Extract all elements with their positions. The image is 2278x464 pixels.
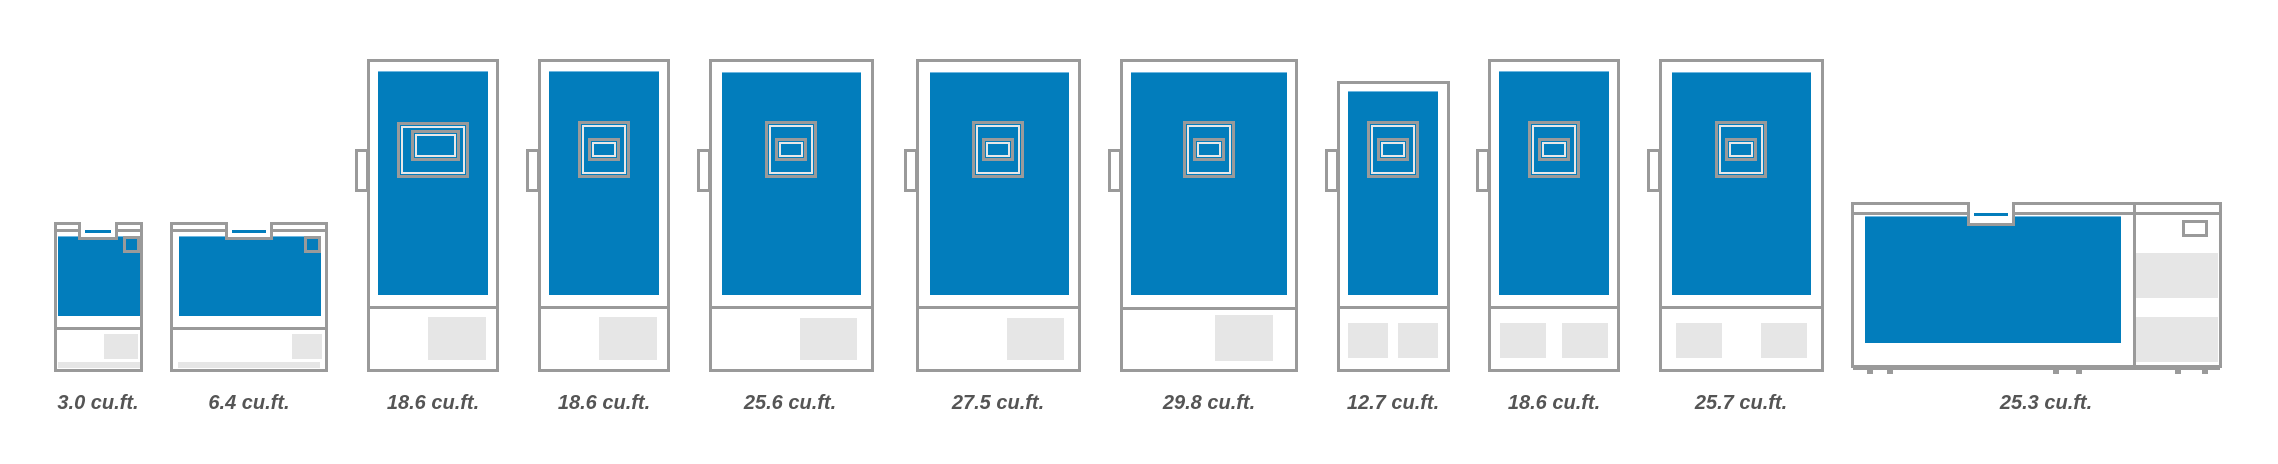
- base-strip: [178, 362, 320, 368]
- divider: [1659, 306, 1824, 309]
- capacity-label: 18.6 cu.ft.: [557, 392, 651, 414]
- control-panel-outer-icon: [972, 121, 1024, 178]
- panel-divider-vertical: [2133, 202, 2136, 368]
- vent-panel-right: [1761, 323, 1807, 358]
- divider: [1337, 306, 1450, 309]
- vent-panel-left: [1348, 323, 1388, 358]
- vent-panel-left: [1676, 323, 1722, 358]
- capacity-label: 25.3 cu.ft.: [1999, 392, 2093, 414]
- capacity-label: 18.6 cu.ft.: [386, 392, 480, 414]
- door-blue-panel: [722, 72, 861, 295]
- divider: [367, 306, 499, 309]
- control-display-icon: [775, 138, 807, 161]
- divider: [709, 306, 874, 309]
- control-display-icon: [411, 130, 460, 161]
- foot-icon: [2076, 370, 2082, 374]
- foot-icon: [1887, 370, 1893, 374]
- capacity-label: 12.7 cu.ft.: [1346, 392, 1440, 414]
- door-blue-panel: [378, 71, 488, 295]
- capacity-label: 18.6 cu.ft.: [1507, 392, 1601, 414]
- door-blue-panel: [1672, 72, 1811, 295]
- vent-panel: [292, 334, 322, 359]
- vent-panel: [104, 334, 138, 359]
- chest-blue-panel: [179, 236, 321, 316]
- vent-panel-left: [1500, 323, 1546, 358]
- control-display-icon: [1538, 138, 1570, 161]
- lid-latch-icon: [78, 222, 118, 240]
- vent-panel-bottom: [2136, 317, 2218, 362]
- divider: [1120, 307, 1298, 310]
- control-display-icon: [123, 236, 140, 253]
- lid-line: [1851, 212, 2222, 215]
- door-blue-panel: [930, 72, 1069, 295]
- vent-panel-right: [1398, 323, 1438, 358]
- vent-panel: [428, 317, 486, 360]
- door-blue-panel: [1131, 72, 1287, 295]
- foot-icon: [2175, 370, 2181, 374]
- vent-panel: [800, 318, 857, 360]
- lid-latch-icon: [1967, 202, 2015, 226]
- divider: [170, 327, 328, 330]
- control-display-icon: [1193, 138, 1225, 161]
- control-display-icon: [2182, 220, 2208, 237]
- capacity-label: 6.4 cu.ft.: [208, 392, 290, 414]
- capacity-label: 3.0 cu.ft.: [57, 392, 139, 414]
- capacity-label: 25.6 cu.ft.: [743, 392, 837, 414]
- control-display-icon: [1725, 138, 1757, 161]
- capacity-label: 25.7 cu.ft.: [1694, 392, 1788, 414]
- divider: [1488, 306, 1620, 309]
- control-display-icon: [304, 236, 321, 253]
- vent-panel: [1215, 315, 1273, 361]
- vent-panel: [1007, 318, 1064, 360]
- control-display-icon: [982, 138, 1014, 161]
- door-blue-panel: [549, 71, 659, 295]
- door-blue-panel: [1499, 71, 1609, 295]
- foot-icon: [2053, 370, 2059, 374]
- base-line: [1853, 367, 2220, 370]
- vent-panel: [599, 317, 657, 360]
- vent-panel-top: [2136, 253, 2218, 298]
- capacity-label: 29.8 cu.ft.: [1162, 392, 1256, 414]
- chest-blue-panel: [1865, 216, 2121, 343]
- foot-icon: [2202, 370, 2208, 374]
- control-display-icon: [588, 138, 620, 161]
- capacity-label: 27.5 cu.ft.: [951, 392, 1045, 414]
- divider: [916, 306, 1081, 309]
- vent-panel-right: [1562, 323, 1608, 358]
- foot-icon: [1867, 370, 1873, 374]
- control-display-icon: [1377, 138, 1409, 161]
- divider: [538, 306, 670, 309]
- divider: [54, 327, 143, 330]
- base-strip: [58, 362, 140, 368]
- lid-latch-icon: [225, 222, 273, 240]
